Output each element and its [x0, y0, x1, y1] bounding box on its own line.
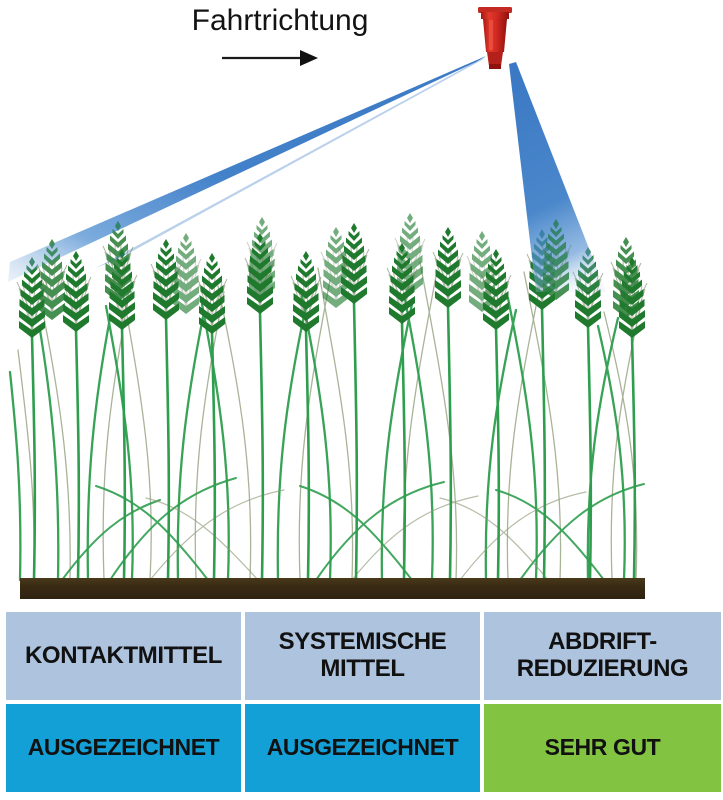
rating-table: KONTAKTMITTEL SYSTEMISCHE MITTEL ABDRIFT…: [6, 612, 721, 792]
table-header-line: MITTEL: [320, 655, 405, 682]
crop-plants: [16, 222, 648, 582]
soil-bar: [20, 578, 645, 599]
table-header-line: KONTAKTMITTEL: [25, 641, 222, 669]
table-header-line: ABDRIFT-: [548, 628, 657, 656]
spray-jet-left: [8, 56, 486, 282]
table-header-line: SYSTEMISCHE: [278, 628, 447, 656]
spray-jet-right: [509, 62, 606, 292]
direction-of-travel-label: Fahrtrichtung: [191, 4, 369, 37]
table-value-kontaktmittel: AUSGEZEICHNET: [6, 704, 241, 792]
spray-scene-illustration: [8, 7, 648, 599]
arrow-right-icon: [222, 50, 318, 66]
table-value-systemische-mittel: AUSGEZEICHNET: [245, 704, 480, 792]
table-header-systemische-mittel: SYSTEMISCHE MITTEL: [245, 612, 480, 700]
table-header-kontaktmittel: KONTAKTMITTEL: [6, 612, 241, 700]
spray-nozzle-icon: [478, 7, 512, 69]
table-value-abdrift-reduzierung: SEHR GUT: [484, 704, 721, 792]
spray-scene-svg: [8, 7, 648, 599]
table-header-abdrift-reduzierung: ABDRIFT- REDUZIERUNG: [484, 612, 721, 700]
crop-background-leaves: [8, 261, 645, 582]
table-header-line: REDUZIERUNG: [516, 655, 689, 682]
